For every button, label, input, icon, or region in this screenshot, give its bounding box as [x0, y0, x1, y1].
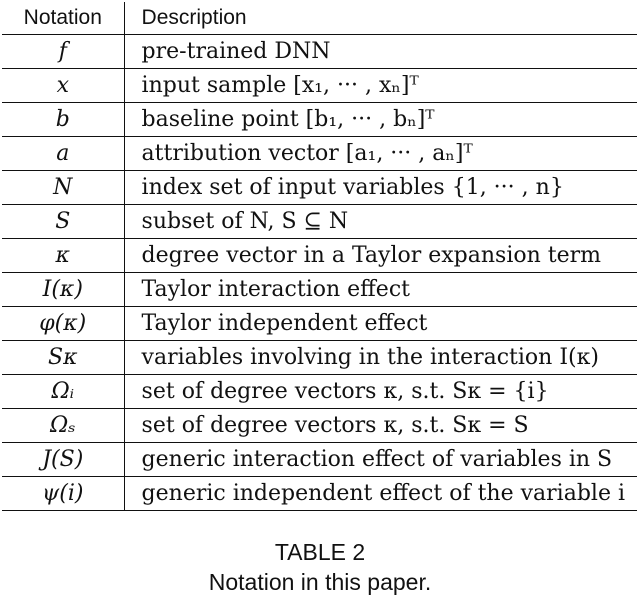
notation-symbol: a [2, 136, 125, 171]
notation-description: baseline point [b₁, ··· , bₙ]ᵀ [124, 102, 637, 137]
notation-symbol: ψ(i) [2, 476, 125, 511]
table-caption-text: Notation in this paper. [208, 569, 432, 595]
header-description: Description [124, 2, 637, 35]
table-caption-label: TABLE 2 [274, 539, 366, 565]
notation-symbol: x [2, 68, 125, 103]
header-notation: Notation [2, 2, 125, 35]
table-header-row: Notation Description [2, 2, 637, 35]
notation-symbol: Ωᵢ [2, 374, 125, 409]
notation-description: set of degree vectors κ, s.t. Sκ = S [124, 408, 637, 443]
notation-description: degree vector in a Taylor expansion term [124, 238, 637, 273]
notation-symbol: φ(κ) [2, 306, 125, 341]
notation-symbol: J(S) [2, 442, 125, 477]
notation-symbol: κ [2, 238, 125, 273]
notation-description: input sample [x₁, ··· , xₙ]ᵀ [124, 68, 637, 103]
notation-description: subset of N, S ⊆ N [124, 204, 637, 239]
table-row: J(S)generic interaction effect of variab… [2, 442, 637, 477]
notation-symbol: I(κ) [2, 272, 125, 307]
notation-description: variables involving in the interaction I… [124, 340, 637, 375]
table-row: ψ(i)generic independent effect of the va… [2, 476, 637, 511]
notation-symbol: Sκ [2, 340, 125, 375]
table-row: I(κ)Taylor interaction effect [2, 272, 637, 307]
notation-symbol: Ωₛ [2, 408, 125, 443]
table-row: φ(κ)Taylor independent effect [2, 306, 637, 341]
notation-description: attribution vector [a₁, ··· , aₙ]ᵀ [124, 136, 637, 171]
notation-description: Taylor interaction effect [124, 272, 637, 307]
notation-symbol: f [2, 34, 125, 69]
notation-description: pre-trained DNN [124, 34, 637, 69]
notation-description: generic independent effect of the variab… [124, 476, 637, 511]
notation-description: index set of input variables {1, ··· , n… [124, 170, 637, 205]
notation-symbol: N [2, 170, 125, 205]
notation-description: Taylor independent effect [124, 306, 637, 341]
notation-symbol: S [2, 204, 125, 239]
notation-description: generic interaction effect of variables … [124, 442, 637, 477]
notation-description: set of degree vectors κ, s.t. Sκ = {i} [124, 374, 637, 409]
notation-symbol: b [2, 102, 125, 137]
